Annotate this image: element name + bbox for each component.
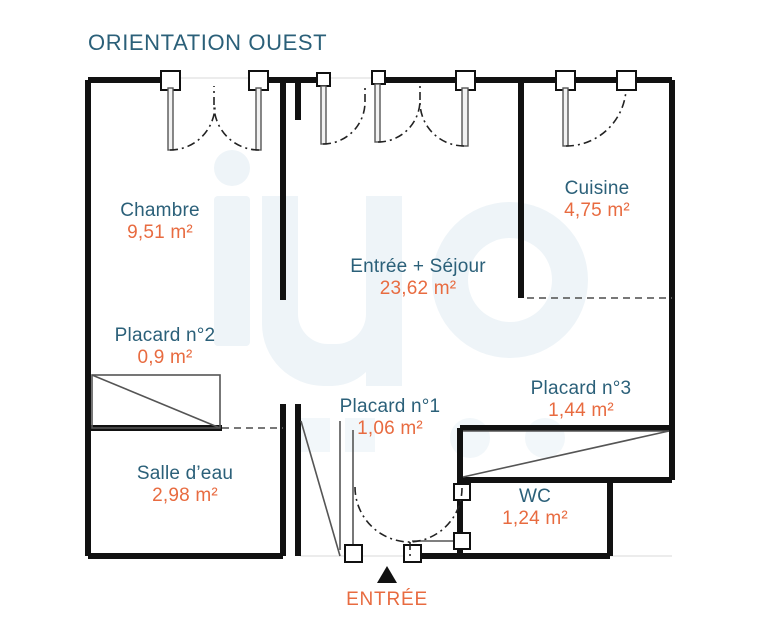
openings-top xyxy=(160,70,637,151)
window-icon xyxy=(248,70,269,151)
window-icon xyxy=(316,72,331,145)
openings-bottom xyxy=(344,483,471,563)
triangle-up-icon xyxy=(377,566,397,583)
window-icon xyxy=(371,70,386,143)
window-icon xyxy=(160,70,181,151)
window-icon xyxy=(555,70,576,147)
watermark-logo xyxy=(214,150,588,458)
door-swing-icon xyxy=(419,101,465,147)
window-icon xyxy=(455,70,476,147)
door-swing-icon xyxy=(565,89,627,147)
window-icon xyxy=(616,70,637,91)
thin-walls xyxy=(91,374,670,557)
window-icon xyxy=(344,544,363,563)
window-icon xyxy=(453,532,471,550)
door-swing-icon xyxy=(377,84,421,143)
door-swing-icon xyxy=(169,86,260,151)
door-swing-icon xyxy=(322,86,366,145)
entry-label: ENTRÉE xyxy=(346,589,428,610)
page-title: ORIENTATION OUEST xyxy=(88,30,328,55)
window-icon xyxy=(403,544,422,563)
door-swing-icon xyxy=(354,486,463,556)
dashed-separations xyxy=(222,297,672,429)
